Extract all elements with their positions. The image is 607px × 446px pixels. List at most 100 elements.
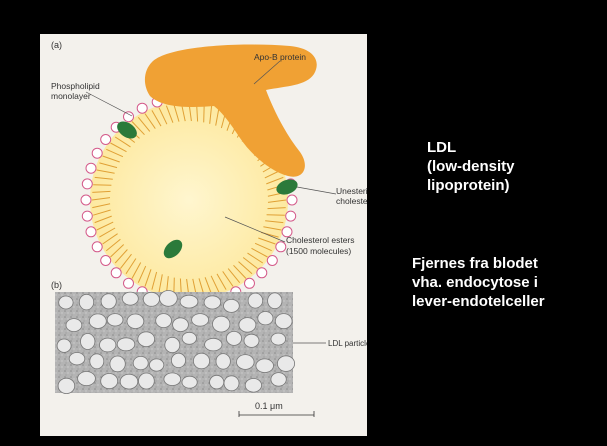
phospholipid-head (82, 211, 92, 221)
phospholipid-head (86, 227, 96, 237)
removal-note-line: Fjernes fra blodet (412, 254, 545, 273)
ldl-particle (245, 379, 261, 393)
phospholipid-label: Phospholipid (51, 81, 100, 91)
removal-note-line: vha. endocytose i (412, 273, 545, 292)
ldl-particle (180, 295, 198, 308)
phospholipid-head (101, 256, 111, 266)
ldl-title-line: LDL (427, 138, 515, 157)
ldl-particle-label: LDL particle (328, 339, 367, 348)
ldl-particle (127, 314, 144, 329)
ldl-particle (160, 291, 178, 307)
ldl-particle (204, 296, 221, 309)
ldl-particle (101, 374, 118, 389)
phospholipid-leader-line (86, 92, 132, 116)
cholesterol-esters-label-2: (1500 molecules) (286, 246, 351, 256)
ldl-particle (101, 294, 116, 309)
ldl-particle (139, 373, 155, 389)
removal-note-line: lever-endotelceller (412, 292, 545, 311)
ldl-particle (239, 318, 256, 333)
ldl-particle (90, 354, 104, 369)
ldl-particle (89, 314, 106, 329)
phospholipid-label-2: monolayer (51, 91, 91, 101)
ldl-particle (117, 338, 135, 351)
ldl-title: LDL (low-density lipoprotein) (427, 138, 515, 195)
ldl-particle (213, 316, 230, 332)
unesterified-label-2: cholesterol (336, 196, 367, 206)
unesterified-label: Unesterified (336, 186, 367, 196)
ldl-particle (133, 356, 148, 369)
phospholipid-head (137, 103, 147, 113)
ldl-particle (81, 334, 95, 350)
ldl-particle (58, 378, 75, 393)
phospholipid-head (287, 195, 297, 205)
phospholipid-tail (93, 185, 111, 186)
ldl-particle (78, 372, 96, 386)
phospholipid-head (124, 278, 134, 288)
ldl-particle (216, 354, 230, 370)
ldl-particle (271, 333, 286, 345)
phospholipid-head (257, 268, 267, 278)
phospholipid-head (124, 112, 134, 122)
ldl-particle (277, 356, 294, 372)
ldl-particle (275, 314, 292, 329)
ldl-particle (57, 339, 71, 352)
panel-b-label: (b) (51, 280, 62, 290)
ldl-particle (164, 373, 181, 386)
scale-bar-label: 0.1 μm (255, 401, 283, 411)
ldl-particle (149, 359, 163, 371)
ldl-particle (192, 314, 209, 327)
phospholipid-head (92, 148, 102, 158)
ldl-particle (224, 299, 240, 312)
ldl-particle (120, 374, 138, 389)
ldl-particle (248, 293, 263, 308)
ldl-particle (156, 314, 172, 328)
ldl-particle (100, 338, 116, 352)
ldl-particle (205, 338, 222, 351)
ldl-particle (193, 353, 209, 369)
ldl-particle (182, 332, 196, 344)
ldl-particle (107, 314, 123, 326)
ldl-particle (79, 294, 93, 310)
ldl-particle (173, 318, 189, 332)
phospholipid-head (245, 278, 255, 288)
ldl-title-line: (low-density (427, 157, 515, 176)
textbook-figure: (a) Phospholipid monolayer Apo-B protein… (40, 34, 367, 436)
ldl-particle (122, 292, 138, 305)
ldl-particle (224, 376, 239, 391)
phospholipid-head (101, 135, 111, 145)
ldl-particle (59, 296, 73, 309)
ldl-title-line: lipoprotein) (427, 176, 515, 195)
phospholipid-tail (267, 215, 285, 216)
ldl-particle (110, 356, 125, 372)
phospholipid-head (286, 211, 296, 221)
phospholipid-head (267, 256, 277, 266)
phospholipid-head (86, 163, 96, 173)
ldl-particle (258, 312, 273, 325)
ldl-particle (226, 331, 241, 345)
ldl-particle (244, 334, 259, 347)
ldl-particle (165, 337, 180, 352)
ldl-particle (271, 373, 286, 387)
ldl-particle (210, 375, 224, 389)
apo-b-label: Apo-B protein (254, 52, 306, 62)
ldl-particle (66, 319, 82, 332)
removal-note: Fjernes fra blodet vha. endocytose i lev… (412, 254, 545, 311)
ldl-particle (138, 332, 155, 347)
ldl-particle (237, 355, 255, 370)
panel-a-label: (a) (51, 40, 62, 50)
ldl-particle (182, 376, 197, 388)
ldl-particle (256, 359, 274, 373)
ldl-particle (69, 353, 85, 365)
ldl-particle (171, 353, 185, 367)
phospholipid-head (82, 179, 92, 189)
phospholipid-head (81, 195, 91, 205)
ldl-particle (143, 292, 159, 306)
scale-bar (239, 411, 314, 417)
phospholipid-head (92, 242, 102, 252)
phospholipid-head (111, 268, 121, 278)
cholesterol-leader-line (297, 187, 336, 194)
phospholipid-tail (204, 104, 205, 122)
phospholipid-head (276, 242, 286, 252)
cholesterol-esters-label: Cholesterol esters (286, 235, 355, 245)
ldl-structure-diagram: (a) Phospholipid monolayer Apo-B protein… (40, 34, 367, 436)
